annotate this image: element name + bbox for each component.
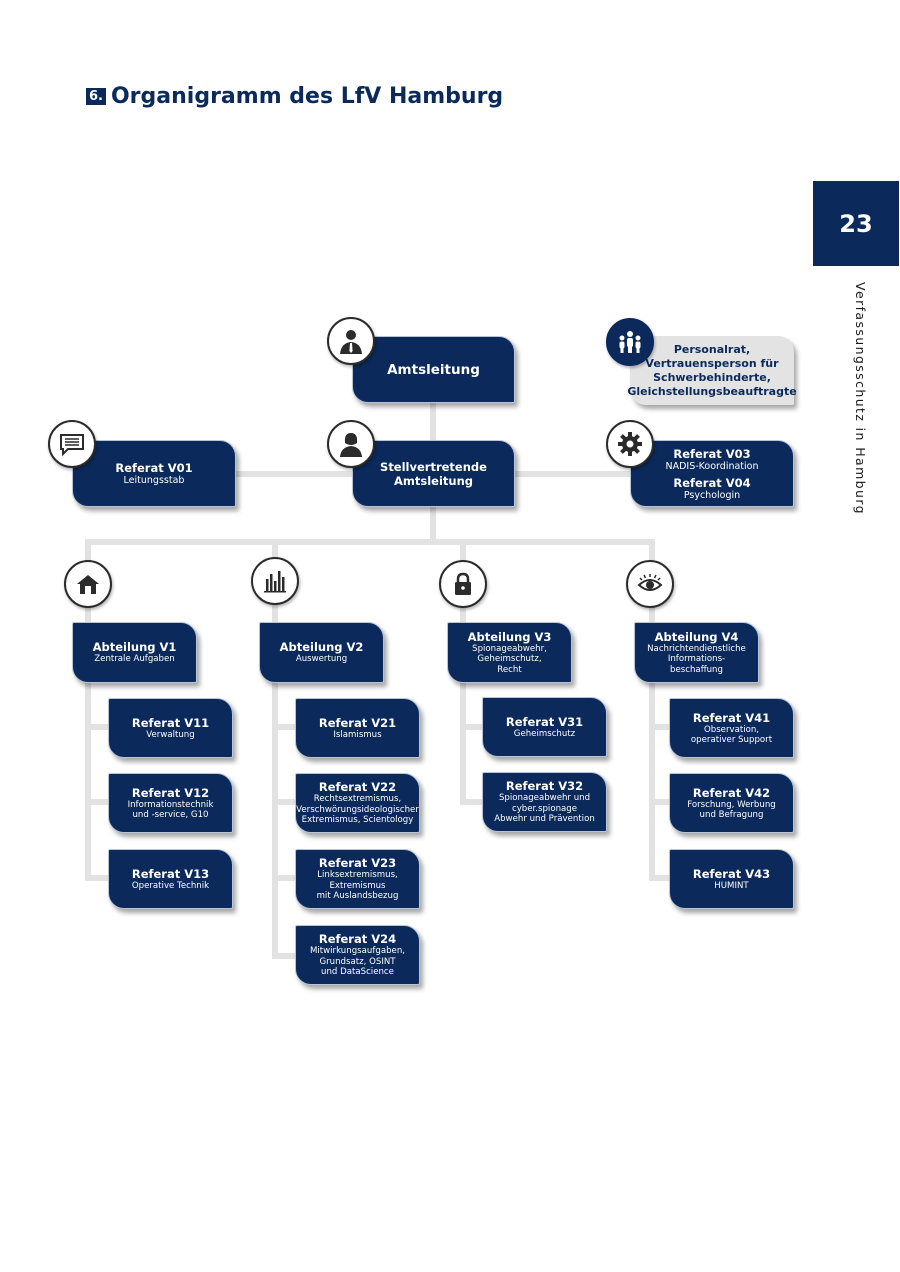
node-title: Abteilung V1 bbox=[92, 640, 177, 655]
node-subtitle: Forschung, Werbung bbox=[687, 799, 776, 810]
node-subtitle: Recht bbox=[497, 664, 522, 675]
node-title: Referat V03 bbox=[673, 446, 751, 461]
node-subtitle: Rechtsextremismus, bbox=[313, 794, 402, 805]
node-abteilung-v4: Abteilung V4 Nachrichtendienstliche Info… bbox=[634, 622, 759, 683]
node-abteilung-v2: Abteilung V2 Auswertung bbox=[259, 622, 384, 683]
gear-icon bbox=[606, 420, 654, 468]
node-subtitle: Islamismus bbox=[333, 729, 382, 740]
node-title: Referat V42 bbox=[692, 785, 771, 800]
node-subtitle: beschaffung bbox=[670, 664, 723, 675]
node-subtitle: mit Auslandsbezug bbox=[316, 891, 399, 902]
title-text: Organigramm des LfV Hamburg bbox=[110, 84, 504, 109]
node-referat-v42: Referat V42 Forschung, Werbung und Befra… bbox=[669, 773, 794, 833]
lock-icon bbox=[439, 560, 487, 608]
node-title: Referat V24 bbox=[318, 932, 397, 947]
node-line: Schwerbehinderte, bbox=[653, 370, 771, 384]
node-title: Referat V31 bbox=[505, 714, 584, 729]
node-referat-v21: Referat V21 Islamismus bbox=[295, 698, 420, 758]
node-line: Vertrauensperson für bbox=[645, 356, 779, 370]
node-referat-v12: Referat V12 Informationstechnik und -ser… bbox=[108, 773, 233, 833]
node-subtitle: Verschwörungsideologischer bbox=[296, 804, 419, 815]
node-subtitle: Observation, bbox=[703, 724, 760, 735]
node-subtitle: Abwehr und Prävention bbox=[494, 814, 595, 825]
node-subtitle: und Befragung bbox=[699, 810, 764, 820]
node-line: Gleichstellungsbeauftragte bbox=[627, 384, 797, 398]
node-subtitle: NADIS-Koordination bbox=[665, 460, 759, 472]
node-subtitle: Extremismus bbox=[329, 880, 386, 891]
node-subtitle: Extremismus, Scientology bbox=[301, 815, 414, 826]
node-referat-v32: Referat V32 Spionageabwehr und cyber.spi… bbox=[482, 772, 607, 832]
node-title: Referat V23 bbox=[318, 856, 397, 871]
node-title: Amtsleitung bbox=[387, 361, 480, 378]
node-abteilung-v3: Abteilung V3 Spionageabwehr, Geheimschut… bbox=[447, 622, 572, 683]
bar-chart-icon bbox=[251, 557, 299, 605]
node-subtitle: Informationstechnik bbox=[127, 799, 214, 810]
node-subtitle: Zentrale Aufgaben bbox=[94, 654, 175, 665]
node-title: Referat V04 bbox=[673, 475, 751, 490]
node-title: Referat V43 bbox=[692, 866, 771, 881]
node-subtitle: Psychologin bbox=[683, 489, 741, 501]
node-subtitle: Leitungsstab bbox=[123, 475, 185, 486]
eye-icon bbox=[626, 560, 674, 608]
node-referat-v03-v04: Referat V03 NADIS-Koordination Referat V… bbox=[630, 440, 794, 507]
page-title: 6.Organigramm des LfV Hamburg bbox=[86, 84, 503, 109]
node-title: Referat V41 bbox=[692, 710, 771, 725]
node-line: Personalrat, bbox=[673, 342, 751, 356]
node-line: Stellvertretende bbox=[380, 459, 487, 474]
node-title: Referat V13 bbox=[131, 866, 210, 881]
node-line: Amtsleitung bbox=[393, 473, 473, 488]
people-icon bbox=[606, 318, 654, 366]
node-title: Referat V01 bbox=[115, 461, 193, 475]
node-referat-v24: Referat V24 Mitwirkungsaufgaben, Grundsa… bbox=[295, 925, 420, 985]
node-title: Referat V21 bbox=[318, 715, 397, 730]
node-referat-v13: Referat V13 Operative Technik bbox=[108, 849, 233, 909]
node-subtitle: cyber.spionage bbox=[511, 803, 578, 814]
node-subtitle: Geheimschutz bbox=[513, 728, 576, 739]
node-subtitle: und -service, G10 bbox=[132, 810, 209, 820]
node-referat-v22: Referat V22 Rechtsextremismus, Verschwör… bbox=[295, 773, 420, 833]
section-number: 6. bbox=[86, 88, 106, 105]
node-referat-v01: Referat V01 Leitungsstab bbox=[72, 440, 236, 507]
node-subtitle: Informations- bbox=[667, 654, 726, 665]
node-subtitle: Spionageabwehr, bbox=[472, 643, 547, 654]
node-title: Referat V22 bbox=[318, 780, 397, 795]
node-subtitle: HUMINT bbox=[714, 880, 749, 891]
house-icon bbox=[64, 560, 112, 608]
node-title: Abteilung V4 bbox=[654, 629, 739, 644]
node-subtitle: Operative Technik bbox=[131, 880, 210, 891]
chat-icon bbox=[48, 420, 96, 468]
node-referat-v11: Referat V11 Verwaltung bbox=[108, 698, 233, 758]
person-woman-icon bbox=[327, 420, 375, 468]
node-referat-v23: Referat V23 Linksextremismus, Extremismu… bbox=[295, 849, 420, 909]
node-referat-v31: Referat V31 Geheimschutz bbox=[482, 697, 607, 757]
node-referat-v41: Referat V41 Observation, operativer Supp… bbox=[669, 698, 794, 758]
node-subtitle: Grundsatz, OSINT bbox=[319, 956, 396, 967]
page-number: 23 bbox=[813, 181, 899, 266]
node-title: Referat V32 bbox=[505, 779, 584, 794]
node-abteilung-v1: Abteilung V1 Zentrale Aufgaben bbox=[72, 622, 197, 683]
node-title: Abteilung V2 bbox=[279, 640, 364, 655]
node-title: Referat V11 bbox=[131, 715, 210, 730]
node-title: Abteilung V3 bbox=[467, 629, 552, 644]
node-subtitle: Nachrichtendienstliche bbox=[647, 643, 746, 654]
node-referat-v43: Referat V43 HUMINT bbox=[669, 849, 794, 909]
node-subtitle: Spionageabwehr und bbox=[498, 793, 591, 804]
person-tie-icon bbox=[327, 317, 375, 365]
node-subtitle: Auswertung bbox=[295, 654, 348, 665]
side-running-title: Verfassungsschutz in Hamburg bbox=[853, 282, 868, 515]
node-subtitle: Geheimschutz, bbox=[477, 654, 542, 665]
node-subtitle: operativer Support bbox=[690, 735, 773, 745]
node-subtitle: und DataScience bbox=[321, 967, 394, 978]
node-subtitle: Mitwirkungsaufgaben, bbox=[309, 946, 406, 957]
node-amtsleitung: Amtsleitung bbox=[352, 336, 515, 403]
node-subtitle: Linksextremismus, bbox=[317, 870, 398, 881]
node-stellvertretende-amtsleitung: Stellvertretende Amtsleitung bbox=[352, 440, 515, 507]
node-title: Referat V12 bbox=[131, 785, 210, 800]
node-personalrat: Personalrat, Vertrauensperson für Schwer… bbox=[627, 336, 797, 405]
node-subtitle: Verwaltung bbox=[146, 729, 195, 740]
